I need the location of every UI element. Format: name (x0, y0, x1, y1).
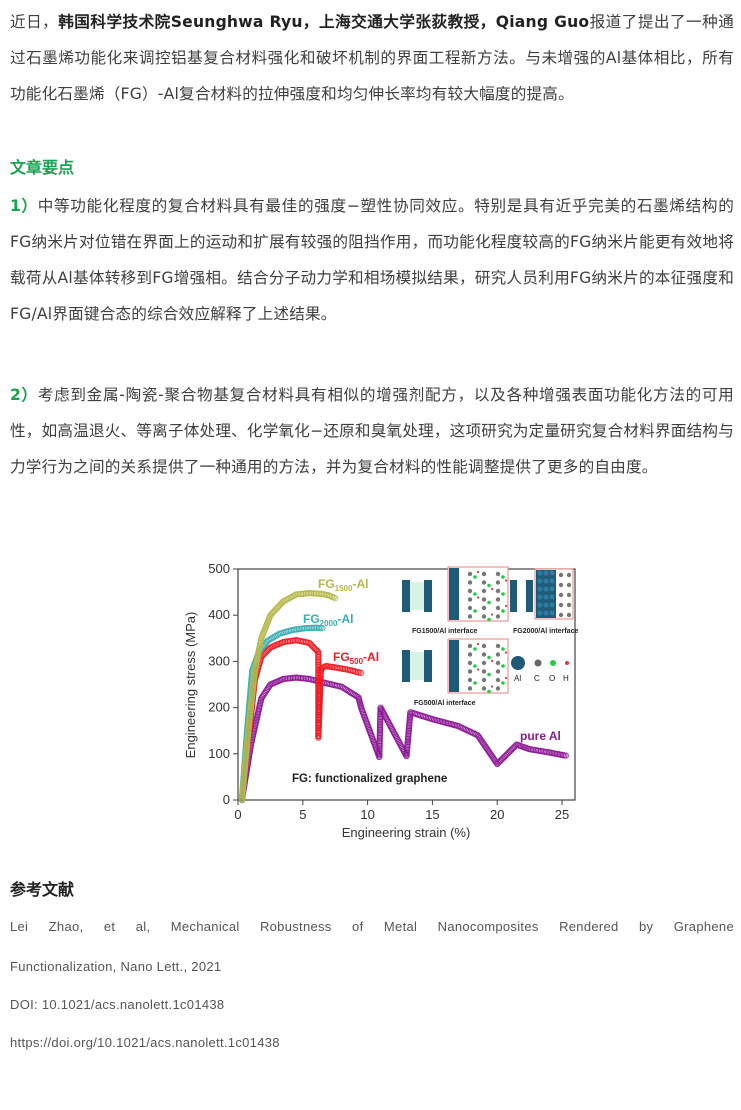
reference-doi: DOI: 10.1021/acs.nanolett.1c01438 (10, 997, 225, 1012)
reference-url[interactable]: https://doi.org/10.1021/acs.nanolett.1c0… (10, 1035, 280, 1050)
point-1: 1）中等功能化程度的复合材料具有最佳的强度−塑性协同效应。特别是具有近乎完美的石… (10, 188, 734, 332)
svg-text:300: 300 (208, 653, 230, 668)
svg-text:FG1500/Al interface: FG1500/Al interface (412, 628, 477, 635)
svg-text:200: 200 (208, 700, 230, 715)
x-axis-label: Engineering strain (%) (342, 825, 471, 840)
svg-text:500: 500 (208, 561, 230, 576)
point-2: 2）考虑到金属-陶瓷-聚合物基复合材料具有相似的增强剂配方，以及各种增强表面功能… (10, 377, 734, 485)
reference-citation-line1: Lei Zhao, et al, Mechanical Robustness o… (10, 919, 734, 934)
label-fg2000: FG2000-Al (303, 612, 353, 628)
reference-citation-line2: Functionalization, Nano Lett., 2021 (10, 959, 222, 974)
o-atom-icon (550, 660, 556, 666)
y-axis-ticks: 0 100 200 300 400 500 (208, 561, 238, 807)
data-series (238, 589, 570, 804)
point-1-text: 中等功能化程度的复合材料具有最佳的强度−塑性协同效应。特别是具有近乎完美的石墨烯… (10, 197, 734, 323)
label-fg1500: FG1500-Al (318, 577, 368, 593)
svg-text:100: 100 (208, 746, 230, 761)
svg-text:H: H (563, 674, 569, 683)
interface-inset: FG1500/Al interface FG2000/Al interface … (402, 566, 578, 707)
intro-rest: 报道了提出了一种通过石墨烯功能化来调控铝基复合材料强化和破坏机制的界面工程新方法… (10, 13, 734, 103)
x-axis-ticks: 0 5 10 15 20 25 (234, 800, 569, 822)
svg-text:0: 0 (223, 792, 230, 807)
inset-fg1500: FG1500/Al interface (402, 566, 509, 635)
section-title-key-points: 文章要点 (10, 158, 75, 177)
svg-text:0: 0 (234, 807, 241, 822)
chart-annotation: FG: functionalized graphene (292, 773, 447, 785)
svg-text:Al: Al (514, 674, 521, 683)
svg-text:25: 25 (555, 807, 569, 822)
svg-text:15: 15 (425, 807, 439, 822)
references-title: 参考文献 (10, 880, 75, 899)
plot-frame (237, 568, 576, 801)
stress-strain-chart: 0 100 200 300 400 500 0 5 10 15 20 25 Engineering … (183, 561, 578, 840)
intro-paragraph: 近日，韩国科学技术院Seunghwa Ryu，上海交通大学张荻教授，Qiang … (10, 4, 734, 112)
y-axis-label: Engineering stress (MPa) (183, 612, 198, 759)
point-2-marker: 2） (10, 386, 38, 404)
point-1-marker: 1） (10, 197, 38, 215)
label-fg500: FG500-Al (333, 650, 379, 666)
h-atom-icon (565, 661, 569, 665)
label-pure-al: pure Al (520, 729, 561, 743)
svg-text:O: O (549, 674, 555, 683)
svg-text:C: C (534, 674, 540, 683)
intro-prefix: 近日， (10, 13, 59, 31)
inset-fg2000: FG2000/Al interface (510, 568, 578, 635)
inset-atom-legend: Al C O H (511, 656, 569, 683)
c-atom-icon (534, 659, 542, 667)
svg-text:FG2000/Al interface: FG2000/Al interface (513, 628, 578, 635)
intro-authors: 韩国科学技术院Seunghwa Ryu，上海交通大学张荻教授，Qiang Guo (58, 13, 590, 31)
svg-text:20: 20 (490, 807, 504, 822)
svg-text:FG500/Al interface: FG500/Al interface (414, 700, 476, 707)
svg-text:5: 5 (299, 807, 306, 822)
al-atom-icon (511, 656, 525, 670)
stress-strain-figure: 0 100 200 300 400 500 0 5 10 15 20 25 Engineering … (170, 555, 590, 855)
svg-text:10: 10 (360, 807, 374, 822)
point-2-text: 考虑到金属-陶瓷-聚合物基复合材料具有相似的增强剂配方，以及各种增强表面功能化方… (10, 386, 734, 476)
inset-fg500: FG500/Al interface (402, 638, 509, 707)
svg-text:400: 400 (208, 607, 230, 622)
